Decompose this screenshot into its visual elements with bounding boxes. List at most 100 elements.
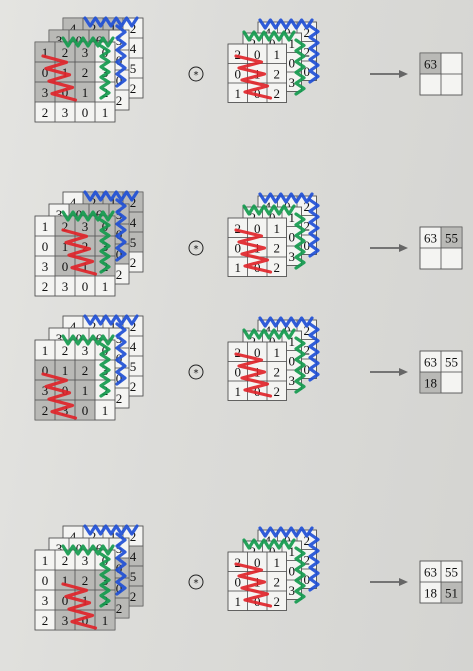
input-cell-value: 3	[62, 105, 69, 120]
kernel-cell-value: 2	[274, 594, 281, 609]
kernel-cell-value: 0	[269, 544, 276, 559]
convolution-operator: *	[188, 240, 204, 256]
kernel-cell-value: 1	[289, 210, 296, 225]
kernel-cell-value: 2	[274, 86, 281, 101]
blue-scribble	[83, 314, 139, 326]
input-cell-value: 2	[130, 589, 137, 604]
kernel-cell-value: 2	[274, 240, 281, 255]
input-cell-value: 2	[130, 529, 137, 544]
input-cell-border	[94, 101, 116, 123]
kernel-cell-border	[266, 82, 287, 103]
input-cell-value: 1	[42, 553, 49, 568]
kernel-cell-value: 3	[289, 75, 296, 90]
operator-symbol: *	[194, 244, 199, 255]
green-scribble	[99, 44, 111, 100]
kernel-cell-value: 0	[304, 362, 311, 377]
output-cell-value: 55	[445, 565, 458, 580]
input-cell-value: 3	[56, 331, 63, 346]
green-scribble	[61, 544, 115, 556]
output-cell-border	[440, 247, 463, 270]
kernel-cell-value: 4	[265, 25, 272, 40]
convolution-operator: *	[188, 66, 204, 82]
kernel-cell-value: 0	[254, 345, 261, 360]
kernel-cell-value: 1	[289, 334, 296, 349]
input-cell-value: 2	[130, 81, 137, 96]
input-cell-value: 1	[110, 529, 117, 544]
input-cell-value: 3	[56, 33, 63, 48]
red-scribble	[61, 582, 98, 630]
input-cell-value: 2	[130, 21, 137, 36]
kernel-cell-value: 1	[235, 594, 242, 609]
blue-scribble	[258, 192, 314, 204]
input-cell-border	[94, 399, 116, 421]
kernel-cell-value: 2	[304, 533, 311, 548]
input-cell-value: 4	[70, 195, 77, 210]
input-cell-value: 4	[130, 41, 137, 56]
green-scribble	[99, 552, 111, 608]
blue-scribble	[308, 322, 320, 382]
convolution-step-3: 4212065405251302306512300230301212300123…	[34, 314, 463, 421]
kernel-cell-value: 3	[289, 249, 296, 264]
blue-scribble	[83, 16, 139, 28]
kernel-cell-value: 0	[269, 334, 276, 349]
blue-scribble	[258, 526, 314, 538]
input-cell-value: 3	[42, 85, 49, 100]
input-cell-value: 4	[70, 319, 77, 334]
arrow-icon	[370, 70, 408, 78]
green-scribble	[61, 36, 115, 48]
input-cell-value: 1	[110, 21, 117, 36]
input-cell-value: 3	[102, 239, 109, 254]
arrow-icon	[370, 578, 408, 586]
input-cell-value: 3	[62, 613, 69, 628]
input-cell-value: 5	[130, 235, 137, 250]
input-cell-value: 2	[62, 343, 69, 358]
input-cell-value: 2	[130, 379, 137, 394]
input-cell-value: 3	[62, 403, 69, 418]
output-cell-value: 63	[424, 355, 437, 370]
kernel-cell-value: 0	[254, 555, 261, 570]
input-cell-value: 0	[82, 613, 89, 628]
input-cell-value: 0	[42, 573, 49, 588]
output-feature-map: 63	[419, 52, 463, 96]
kernel-cell-value: 4	[265, 199, 272, 214]
input-cell-value: 1	[102, 613, 109, 628]
green-scribble	[242, 204, 296, 216]
kernel-cell-value: 1	[274, 555, 281, 570]
input-cell-value: 3	[82, 45, 89, 60]
kernel-cell-value: 0	[284, 323, 291, 338]
kernel-cell-value: 2	[250, 544, 257, 559]
input-cell-value: 2	[82, 573, 89, 588]
kernel-cell-value: 2	[274, 364, 281, 379]
arrow-icon	[370, 368, 408, 376]
input-cell-value: 1	[82, 259, 89, 274]
input-cell-value: 0	[116, 581, 123, 596]
input-cell-value: 2	[102, 383, 109, 398]
kernel-cell-value: 0	[269, 210, 276, 225]
receptive-field-highlight	[441, 582, 462, 603]
kernel-cell-value: 0	[254, 221, 261, 236]
green-scribble	[294, 336, 306, 394]
output-cell-border	[440, 581, 463, 604]
input-cell-value: 2	[42, 403, 49, 418]
kernel-cell-value: 0	[304, 238, 311, 253]
kernel-cell-value: 0	[269, 36, 276, 51]
kernel-cell-value: 2	[235, 345, 242, 360]
output-cell-value: 55	[445, 355, 458, 370]
input-cell-value: 3	[82, 553, 89, 568]
input-cell-value: 2	[102, 593, 109, 608]
kernel-cell-value: 2	[250, 210, 257, 225]
kernel-cell-value: 2	[235, 221, 242, 236]
green-scribble	[242, 538, 296, 550]
input-cell-value: 4	[130, 549, 137, 564]
input-cell-value: 2	[82, 65, 89, 80]
output-cell-value: 55	[445, 231, 458, 246]
input-cell-value: 2	[116, 267, 123, 282]
kernel-cell-value: 0	[284, 533, 291, 548]
input-cell-value: 0	[62, 85, 69, 100]
input-cell-value: 1	[82, 383, 89, 398]
kernel-cell-value: 1	[274, 345, 281, 360]
kernel-cell-value: 2	[235, 47, 242, 62]
red-scribble	[61, 228, 98, 276]
